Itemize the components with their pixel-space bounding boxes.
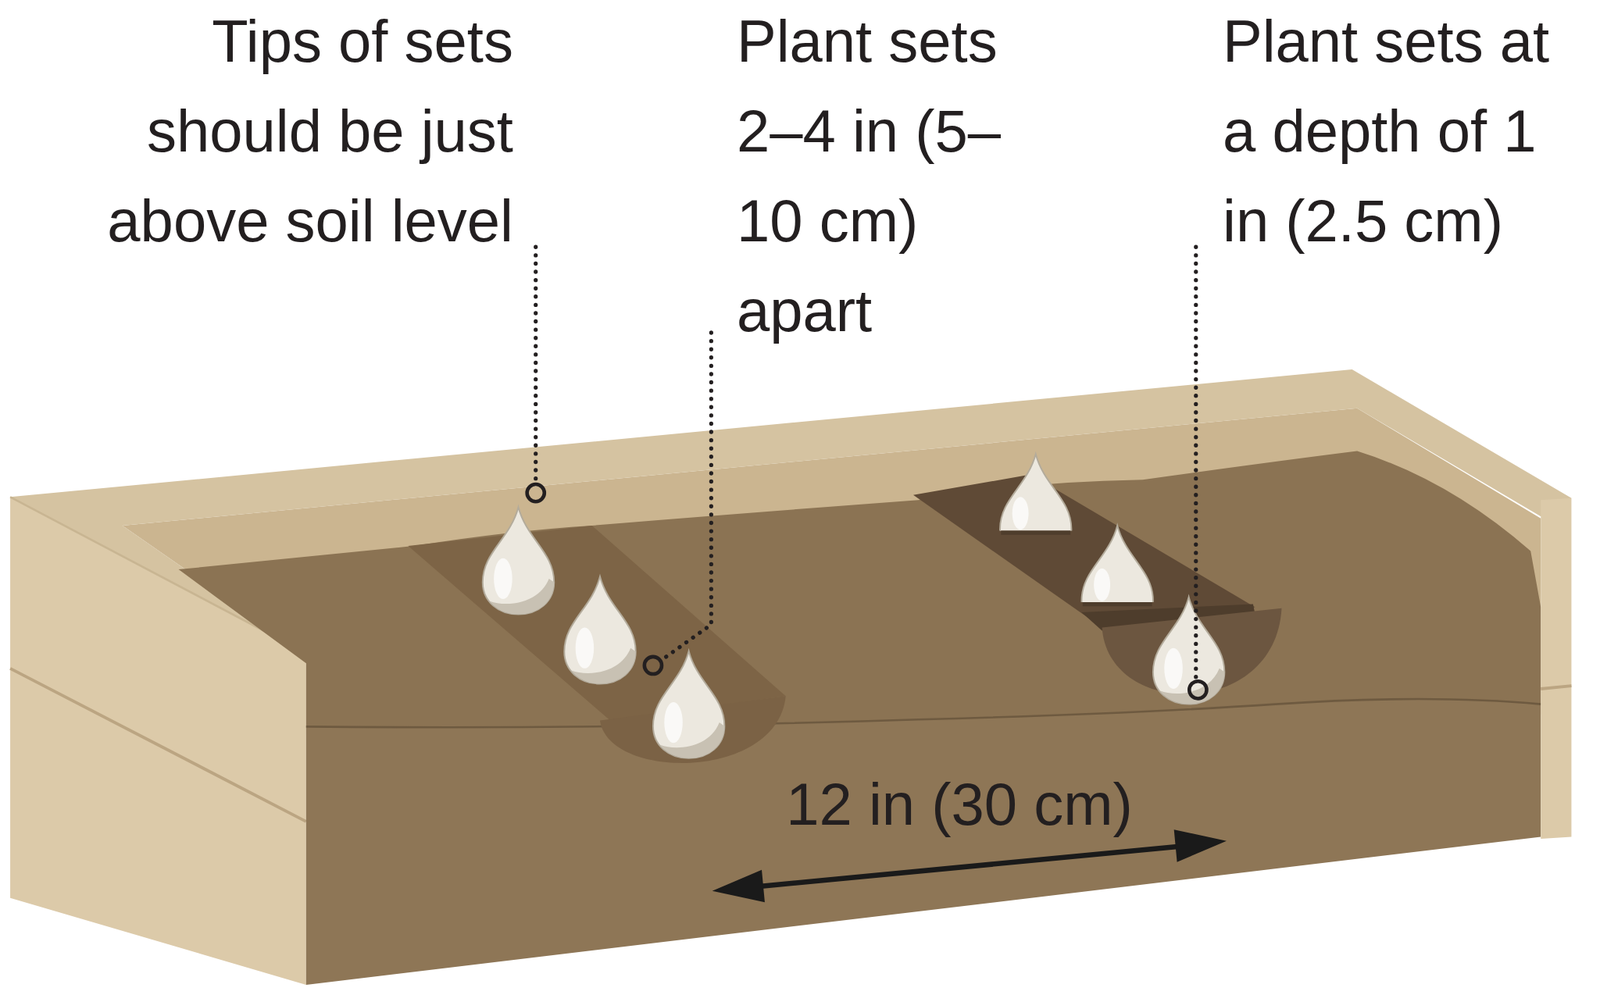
arrow-head	[1174, 829, 1227, 863]
panel-seam	[1540, 685, 1572, 690]
leader-dot	[644, 657, 662, 675]
arrow-head	[712, 870, 765, 904]
onion-highlight	[575, 628, 595, 669]
soil-edge	[1000, 530, 1071, 535]
panel-seam	[10, 668, 307, 822]
leader-dot	[527, 484, 545, 502]
leader-dot	[1189, 681, 1207, 699]
onion-set	[653, 651, 725, 759]
onion-body	[653, 651, 725, 759]
onion-highlight	[1093, 568, 1111, 602]
planting-trench	[407, 525, 786, 722]
onion-highlight	[493, 558, 513, 600]
soil-edge	[1082, 602, 1153, 607]
onion-body	[1000, 453, 1072, 531]
soil-line	[306, 699, 1541, 728]
leader-line	[1193, 246, 1198, 680]
bed-end-panel	[1540, 498, 1572, 840]
callout-text: Plant sets at a depth of 1 in (2.5 cm)	[1222, 0, 1583, 266]
onion-set	[1081, 525, 1153, 633]
onion-set	[482, 507, 554, 615]
dimension-text: 12 in (30 cm)	[764, 759, 1155, 850]
onion-body	[1153, 596, 1225, 704]
callout-text: Plant sets 2–4 in (5–10 cm) apart	[736, 0, 1050, 356]
onion-set	[564, 576, 636, 684]
leader-line	[660, 332, 711, 661]
onion-body	[482, 507, 554, 615]
soil-section	[306, 699, 1541, 986]
planting-trench	[913, 475, 1256, 629]
onion-body	[1081, 525, 1153, 603]
onion-set	[1153, 596, 1225, 704]
onion-highlight	[1012, 496, 1029, 530]
onion-body	[564, 576, 636, 684]
onion-highlight	[1164, 648, 1183, 690]
onion-highlight	[664, 702, 683, 743]
onion-set	[1000, 453, 1072, 561]
callout-text: Tips of sets should be just above soil l…	[75, 0, 514, 266]
soil-surface	[178, 451, 1542, 729]
dimension-line	[755, 846, 1185, 887]
leader-line	[533, 246, 538, 484]
